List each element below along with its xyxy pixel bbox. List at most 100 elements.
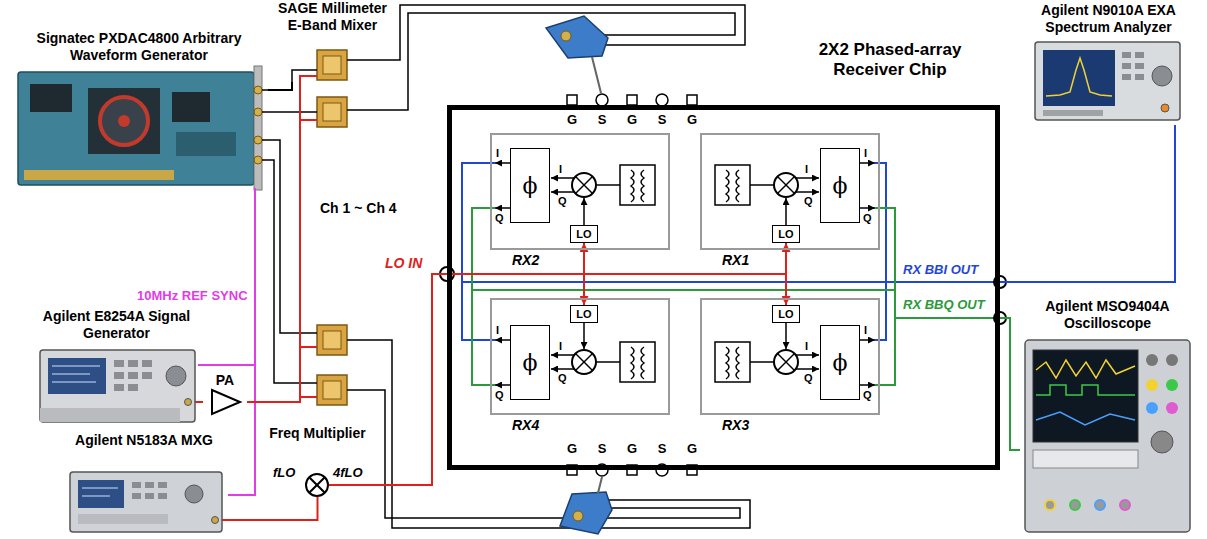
port-name: RX BBQ OUT	[903, 297, 985, 312]
oscilloscope-illustration	[1146, 354, 1158, 366]
iq-label: Q	[558, 195, 567, 207]
oscilloscope-illustration	[1036, 360, 1135, 378]
probe-illustration	[561, 31, 571, 41]
mixer-circuit	[576, 354, 593, 371]
mixer-circuit	[736, 170, 739, 202]
mixer-circuit	[715, 342, 750, 382]
baseband-q-bus	[472, 289, 895, 291]
spectrum-analyzer-illustration	[1122, 52, 1131, 58]
lo-buffer: LO	[772, 305, 800, 323]
instrument-name: Agilent N9010A EXA Spectrum Analyzer	[1025, 2, 1192, 36]
if-wire	[347, 390, 740, 518]
mxg-illustration	[145, 493, 154, 499]
phase-symbol: ϕ	[523, 174, 538, 198]
mxg-illustration	[70, 472, 222, 532]
multiplier-symbol	[309, 477, 325, 493]
awg-board	[30, 84, 72, 112]
baseband-q-bus	[895, 317, 994, 319]
iq-label: Q	[863, 389, 872, 401]
frequency-label: fLO	[273, 465, 295, 480]
mixer-circuit	[641, 347, 644, 379]
mixer-circuit	[860, 339, 875, 341]
phase-shifter: ϕ	[820, 325, 860, 400]
oscilloscope-illustration	[1120, 500, 1130, 510]
mixer-symbol	[323, 103, 341, 121]
mixer-symbol	[317, 375, 347, 405]
port-name: LO IN	[385, 255, 422, 271]
spectrum-analyzer-illustration	[1122, 63, 1131, 69]
oscilloscope-illustration	[1166, 379, 1178, 391]
awg-board	[254, 156, 262, 164]
mixer-circuit	[620, 165, 655, 205]
mixer-circuit	[860, 162, 875, 164]
block-name: LO	[576, 228, 591, 240]
rf-cable	[228, 497, 318, 520]
pad-symbol	[567, 94, 697, 476]
awg-board	[172, 92, 210, 122]
multiplier-symbol	[306, 474, 328, 496]
awg-board	[254, 86, 262, 94]
awg-board	[254, 66, 262, 190]
awg-board	[24, 170, 174, 180]
mixer-circuit	[631, 170, 634, 202]
pad-name: S	[598, 112, 607, 127]
phase-symbol: ϕ	[523, 351, 538, 375]
mixer-circuit	[620, 342, 655, 382]
mixer-circuit	[551, 191, 575, 193]
mixer-circuit	[774, 173, 798, 197]
signal-generator-illustration	[48, 358, 106, 394]
block-name: LO	[778, 228, 793, 240]
signal-generator-illustration	[166, 366, 186, 386]
mixer-circuit	[774, 350, 798, 374]
signal-generator-illustration	[128, 372, 138, 379]
lo-wire	[300, 396, 317, 398]
mxg-illustration	[82, 496, 110, 497]
iq-label: I	[864, 147, 867, 159]
iq-label: I	[805, 340, 808, 352]
bbq-cable	[1000, 318, 1020, 450]
phase-shifter: ϕ	[510, 325, 550, 400]
lo-distribution	[447, 274, 786, 305]
lo-distribution	[447, 243, 786, 274]
probe-illustration	[592, 57, 601, 93]
phase-symbol: ϕ	[833, 351, 848, 375]
awg-board	[254, 108, 262, 116]
spectrum-analyzer-illustration	[1161, 104, 1169, 112]
mxg-illustration	[78, 514, 168, 524]
if-wire	[292, 70, 317, 82]
mixer-symbol	[323, 56, 341, 74]
mixer-symbol	[317, 50, 347, 405]
mixer-circuit	[785, 323, 787, 349]
mixer-symbol	[323, 331, 341, 349]
awg-board	[176, 132, 236, 156]
spectrum-analyzer-illustration	[1046, 58, 1112, 96]
iq-label: Q	[495, 212, 504, 224]
bbi-cable	[1000, 125, 1175, 282]
receiver-chip: 2X2 Phased-array Receiver ChipRX2ϕLORX1L…	[447, 105, 1000, 470]
mixer-circuit	[715, 165, 750, 205]
spectrum-analyzer-illustration	[1035, 42, 1180, 120]
mixer-symbol	[317, 97, 347, 127]
signal-generator-illustration	[40, 408, 180, 422]
receiver-channel: RX1LOϕ	[700, 133, 880, 250]
instrument-name: Agilent N5183A MXG	[60, 432, 228, 449]
pad-symbol	[687, 95, 697, 105]
signal-generator-illustration	[52, 382, 96, 383]
mixer-symbol	[317, 325, 347, 355]
oscilloscope-illustration	[1033, 350, 1138, 442]
spectrum-analyzer-illustration	[1135, 63, 1144, 69]
mixer-circuit	[551, 354, 575, 356]
if-wire	[262, 5, 750, 528]
mxg-illustration	[158, 482, 167, 488]
signal-generator-illustration	[114, 360, 124, 367]
spectrum-analyzer-illustration	[1135, 74, 1144, 80]
mixer-circuit	[860, 384, 875, 386]
phase-symbol: ϕ	[833, 174, 848, 198]
mixer-circuit	[551, 177, 575, 179]
signal-generator-illustration	[142, 360, 152, 367]
mixer-circuit	[641, 170, 644, 202]
iq-label: Q	[558, 372, 567, 384]
mxg-illustration	[185, 485, 203, 503]
frequency-multiplier: Freq Multiplier	[260, 425, 375, 497]
